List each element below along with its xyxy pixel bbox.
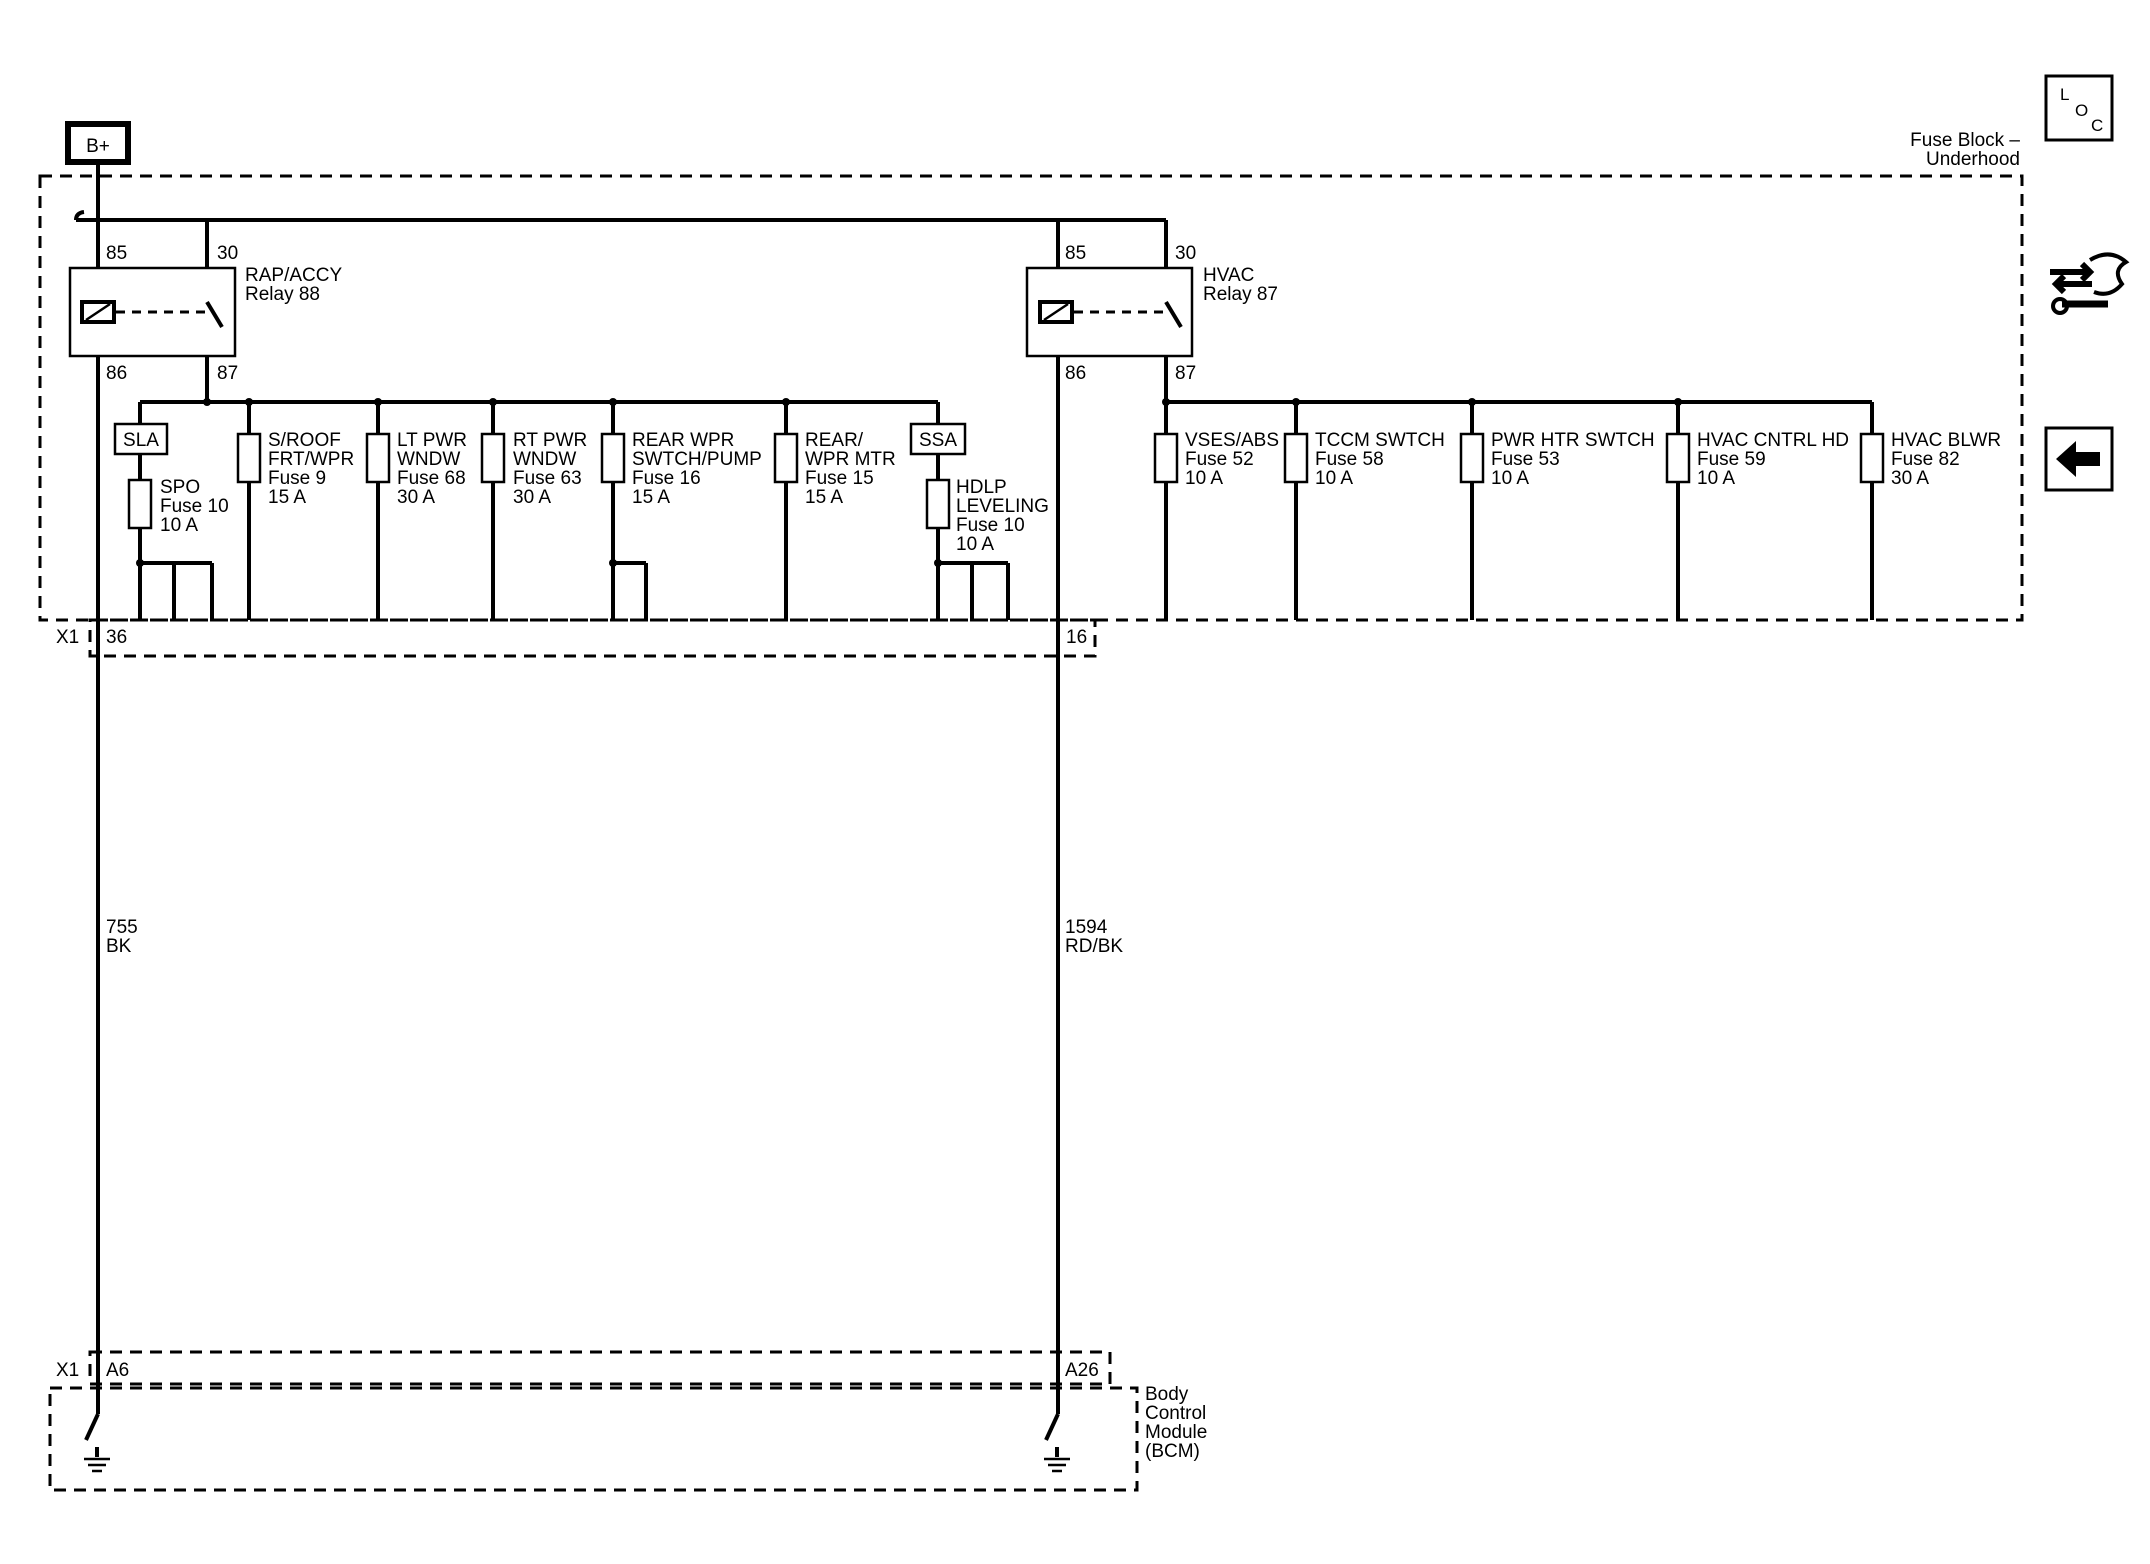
fuse-sroof <box>236 432 262 484</box>
fuse-lt-l4: 30 A <box>397 487 435 508</box>
fuse-rt-l2: WNDW <box>513 449 576 470</box>
fuse-spo-l1: SPO <box>160 477 200 498</box>
fuse-rwpr-l2: SWTCH/PUMP <box>632 449 762 470</box>
fuse-vses-abs <box>1153 432 1179 484</box>
fuse-hvacblwr-l3: 30 A <box>1891 468 1929 489</box>
fuse-sroof-l1: S/ROOF <box>268 430 341 451</box>
fuse-hvac-cntrl-hd <box>1665 432 1691 484</box>
loc-letter-c: C <box>2091 116 2103 135</box>
fuse-tccm-l1: TCCM SWTCH <box>1315 430 1445 451</box>
fuse-sroof-l3: Fuse 9 <box>268 468 326 489</box>
bcm-pin-a6: A6 <box>106 1360 129 1381</box>
fuse-pwrhtr-l1: PWR HTR SWTCH <box>1491 430 1655 451</box>
bcm-pin-a26: A26 <box>1065 1360 1099 1381</box>
bcm-name-4: (BCM) <box>1145 1441 1200 1462</box>
fuse-sroof-l4: 15 A <box>268 487 306 508</box>
relay-87-name-2: Relay 87 <box>1203 284 1278 305</box>
splice-ssa-label: SSA <box>919 430 957 451</box>
fuse-rear-wpr-mtr <box>773 432 799 484</box>
bcm-name-2: Control <box>1145 1403 1206 1424</box>
fuse-rmtr-l4: 15 A <box>805 487 843 508</box>
fuse-spo <box>127 478 153 530</box>
fuse-block-connector <box>88 618 1097 658</box>
fuse-hdlp-leveling <box>925 478 951 530</box>
wire-1594-circuit: 1594 <box>1065 917 1108 938</box>
fuse-rwpr-l1: REAR WPR <box>632 430 734 451</box>
relay-88-name-1: RAP/ACCY <box>245 265 342 286</box>
relay-88-pin-30: 30 <box>217 243 238 264</box>
splice-sla-label: SLA <box>123 430 159 451</box>
fuse-hdlp-l1: HDLP <box>956 477 1007 498</box>
fuse-vses-l3: 10 A <box>1185 468 1223 489</box>
fuse-pwrhtr-l3: 10 A <box>1491 468 1529 489</box>
fuse-hvaccntrl-l3: 10 A <box>1697 468 1735 489</box>
relay-87-pin-85: 85 <box>1065 243 1086 264</box>
fuse-block-pin-16: 16 <box>1066 627 1087 648</box>
relay-88-pin-86: 86 <box>106 363 127 384</box>
relay-87-name-1: HVAC <box>1203 265 1254 286</box>
back-arrow-button[interactable] <box>2044 426 2114 492</box>
fuse-hvacblwr-l2: Fuse 82 <box>1891 449 1960 470</box>
fuse-hvacblwr-l1: HVAC BLWR <box>1891 430 2001 451</box>
fuse-hdlp-l2: LEVELING <box>956 496 1049 517</box>
fuse-tccm-l2: Fuse 58 <box>1315 449 1384 470</box>
fuse-hvaccntrl-l2: Fuse 59 <box>1697 449 1766 470</box>
fuse-hdlp-l4: 10 A <box>956 534 994 555</box>
connector-service-icon[interactable] <box>2050 252 2130 315</box>
fuse-lt-l3: Fuse 68 <box>397 468 466 489</box>
fuse-spo-l3: 10 A <box>160 515 198 536</box>
loc-letter-o: O <box>2075 101 2088 120</box>
fuse-lt-l2: WNDW <box>397 449 460 470</box>
fuse-tccm-swtch <box>1283 432 1309 484</box>
relay-87-pin-30: 30 <box>1175 243 1196 264</box>
b-plus-label: B+ <box>86 136 110 157</box>
loc-letter-l: L <box>2060 85 2069 104</box>
fuse-block-connector-id: X1 <box>56 627 79 648</box>
fuse-rwpr-l3: Fuse 16 <box>632 468 701 489</box>
fuse-rwpr-l4: 15 A <box>632 487 670 508</box>
ground-icon <box>1044 1457 1070 1473</box>
bcm-name-1: Body <box>1145 1384 1189 1405</box>
fuse-rt-pwr-wndw <box>480 432 506 484</box>
fuse-rmtr-l3: Fuse 15 <box>805 468 874 489</box>
loc-button[interactable]: L O C <box>2044 74 2114 142</box>
relay-88-pin-85: 85 <box>106 243 127 264</box>
fuse-rmtr-l1: REAR/ <box>805 430 864 451</box>
fuse-block-title-1: Fuse Block – <box>1910 130 2020 151</box>
relay-87-pin-86: 86 <box>1065 363 1086 384</box>
fuse-hvac-blwr <box>1859 432 1885 484</box>
fuse-spo-l2: Fuse 10 <box>160 496 229 517</box>
fuse-block-title-2: Underhood <box>1926 149 2020 170</box>
relay-88-name-2: Relay 88 <box>245 284 320 305</box>
fuse-rt-l1: RT PWR <box>513 430 587 451</box>
ground-icon <box>84 1457 110 1473</box>
fuse-rear-wpr-swtch <box>600 432 626 484</box>
fuse-rt-l4: 30 A <box>513 487 551 508</box>
fuse-lt-pwr-wndw <box>365 432 391 484</box>
fuse-lt-l1: LT PWR <box>397 430 467 451</box>
fuse-tccm-l3: 10 A <box>1315 468 1353 489</box>
bcm-connector-id: X1 <box>56 1360 79 1381</box>
fuse-hdlp-l3: Fuse 10 <box>956 515 1025 536</box>
fuse-rmtr-l2: WPR MTR <box>805 449 896 470</box>
fuse-vses-l1: VSES/ABS <box>1185 430 1279 451</box>
bcm-outline <box>48 1386 1139 1492</box>
bcm-connector <box>88 1350 1112 1386</box>
relay-87-pin-87: 87 <box>1175 363 1196 384</box>
fuse-vses-l2: Fuse 52 <box>1185 449 1254 470</box>
bcm-name-3: Module <box>1145 1422 1207 1443</box>
wire-755-color: BK <box>106 936 132 957</box>
wire-755-circuit: 755 <box>106 917 138 938</box>
fuse-pwrhtr-l2: Fuse 53 <box>1491 449 1560 470</box>
fuse-sroof-l2: FRT/WPR <box>268 449 354 470</box>
wire-1594-color: RD/BK <box>1065 936 1123 957</box>
fuse-block-outline <box>38 174 2024 622</box>
relay-88-pin-87: 87 <box>217 363 238 384</box>
fuse-pwr-htr-swtch <box>1459 432 1485 484</box>
fuse-hvaccntrl-l1: HVAC CNTRL HD <box>1697 430 1849 451</box>
fuse-rt-l3: Fuse 63 <box>513 468 582 489</box>
fuse-block-pin-36: 36 <box>106 627 127 648</box>
